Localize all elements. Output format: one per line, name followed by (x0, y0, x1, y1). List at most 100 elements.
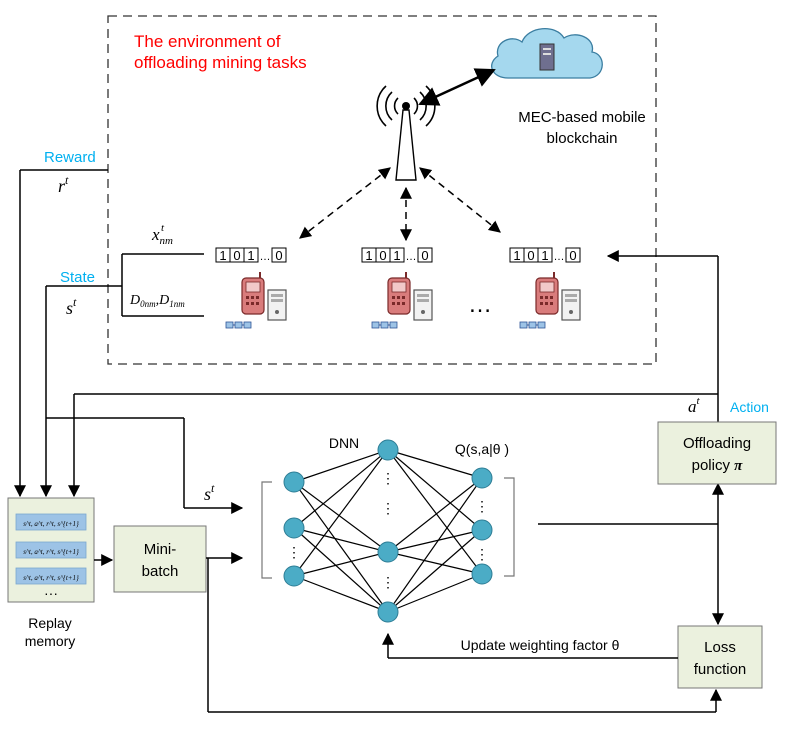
dnn-connection (387, 573, 483, 613)
bitstring-device3: 1 0 1 … 0 (509, 247, 581, 263)
bitstring-device2: 1 0 1 … 0 (361, 247, 433, 263)
bit-cell: 0 (421, 248, 428, 263)
update-label: Update weighting factor θ (461, 637, 620, 653)
dnn-connection (387, 449, 483, 575)
policy-label-line1: Offloading (683, 435, 751, 452)
replay-label-line1: Replay (28, 615, 72, 631)
environment-boundary (107, 15, 657, 365)
dnn-connection (387, 449, 483, 479)
dnn-connection (293, 481, 389, 553)
replay-ellipsis: ··· (44, 585, 58, 601)
dnn-vertical-dots: ⋮ (381, 470, 395, 486)
svg-text:s^t, a^t, r^t, s^{t+1}: s^t, a^t, r^t, s^{t+1} (23, 520, 79, 528)
dnn-connection (293, 449, 389, 577)
dnn-connection (293, 449, 389, 529)
dnn-connection (387, 449, 483, 531)
cloud-label-line1: MEC-based mobile (518, 109, 646, 126)
dnn-connection (387, 529, 483, 613)
dnn-output-bracket (504, 477, 515, 577)
dnn-node (471, 563, 493, 585)
bit-cell: … (406, 251, 417, 263)
bit-cell: 0 (527, 248, 534, 263)
dnn-connection (387, 477, 483, 613)
loss-label-line1: Loss (704, 639, 736, 656)
dnn-vertical-dots: ⋮ (287, 544, 301, 560)
minibatch-label-line1: Mini- (144, 541, 177, 558)
environment-title-line2: offloading mining tasks (134, 53, 307, 72)
dnn-node (377, 601, 399, 623)
state-label: State (60, 269, 95, 286)
bitstring-device1: 1 0 1 … 0 (215, 247, 287, 263)
replay-tuple: s^t, a^t, r^t, s^{t+1} (15, 513, 87, 531)
bit-cell: 1 (393, 248, 400, 263)
reward-label: Reward (44, 149, 96, 166)
dnn-connection (293, 527, 389, 613)
blockchain-blocks-icon (519, 321, 546, 329)
offloading-policy-box (657, 421, 777, 485)
mobile-phone-icon (241, 271, 265, 315)
dnn-connection (293, 481, 389, 613)
policy-label-line2: policy π (692, 457, 744, 474)
dnn-input-variable: st (204, 481, 215, 504)
bit-cell: 1 (247, 248, 254, 263)
dnn-node (377, 439, 399, 461)
replay-tuple: s^t, a^t, r^t, s^{t+1} (15, 541, 87, 559)
environment-title-line1: The environment of (134, 32, 281, 51)
reward-variable: rt (58, 173, 69, 196)
tower-device3-link (419, 167, 501, 233)
bit-cell: 1 (541, 248, 548, 263)
q-function-label: Q(s,a|θ ) (455, 441, 509, 457)
minibatch-label-line2: batch (142, 563, 179, 580)
dnn-vertical-dots: ⋮ (475, 546, 489, 562)
dnn-connection (387, 529, 483, 553)
dnn-vertical-dots: ⋮ (381, 574, 395, 590)
blockchain-blocks-icon (225, 321, 252, 329)
replay-tuple: s^t, a^t, r^t, s^{t+1} (15, 567, 87, 585)
minibatch-box (113, 525, 207, 593)
computer-tower-icon (267, 289, 287, 321)
computer-tower-icon (561, 289, 581, 321)
loss-function-box (677, 625, 763, 689)
dnn-connection (293, 575, 389, 613)
dnn-node (471, 519, 493, 541)
bit-cell: … (554, 251, 565, 263)
dnn-connection (293, 449, 389, 483)
state-variable: st (66, 295, 77, 318)
dnn-vertical-dots: ⋮ (475, 498, 489, 514)
action-variable: at (688, 395, 701, 416)
tower-device1-link (299, 167, 391, 239)
dnn-input-bracket (261, 481, 272, 579)
bit-cell: 0 (569, 248, 576, 263)
svg-text:s^t, a^t, r^t, s^{t+1}: s^t, a^t, r^t, s^{t+1} (23, 548, 79, 556)
dnn-node (283, 471, 305, 493)
dnn-connection (387, 551, 483, 575)
dnn-node (377, 541, 399, 563)
dnn-network: ⋮ ⋮ ⋮ ⋮ ⋮ ⋮ (283, 439, 493, 623)
loss-label-line2: function (694, 661, 747, 678)
dnn-node (471, 467, 493, 489)
dnn-node (283, 565, 305, 587)
task-variable-d: D0nm,D1nm (129, 293, 185, 309)
dnn-connection (293, 551, 389, 577)
bit-cell: 0 (233, 248, 240, 263)
task-variable-x: xnmt (151, 222, 173, 247)
dnn-vertical-dots: ⋮ (381, 500, 395, 516)
devices-ellipsis: … (468, 291, 492, 318)
bit-cell: 1 (513, 248, 520, 263)
server-icon (539, 43, 555, 71)
bit-cell: 1 (219, 248, 226, 263)
bit-cell: 1 (365, 248, 372, 263)
cloud-label-line2: blockchain (547, 130, 618, 147)
computer-tower-icon (413, 289, 433, 321)
blockchain-blocks-icon (371, 321, 398, 329)
action-label: Action (730, 399, 769, 415)
dnn-node (283, 517, 305, 539)
bit-cell: 0 (275, 248, 282, 263)
tower-cloud-link (418, 68, 496, 106)
dnn-connection (293, 527, 389, 553)
replay-label-line2: memory (25, 633, 76, 649)
mobile-phone-icon (535, 271, 559, 315)
antenna-tower-icon (376, 85, 436, 181)
mobile-phone-icon (387, 271, 411, 315)
